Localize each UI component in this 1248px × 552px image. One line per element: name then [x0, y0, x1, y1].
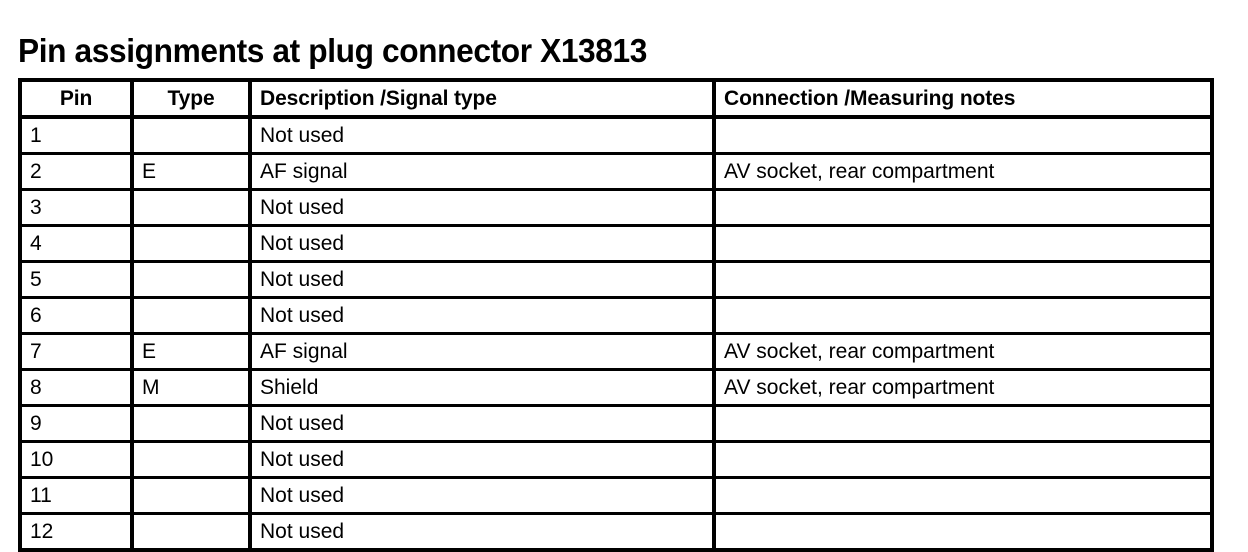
- cell-pin: 5: [20, 261, 134, 299]
- table-row: 12 Not used: [20, 513, 1212, 551]
- cell-pin: 9: [20, 405, 134, 443]
- cell-desc: AF signal: [250, 333, 716, 371]
- page-title: Pin assignments at plug connector X13813: [18, 32, 647, 70]
- cell-type: [132, 117, 252, 155]
- cell-type: [132, 225, 252, 263]
- table-row: 11 Not used: [20, 477, 1212, 515]
- table-row: 6 Not used: [20, 297, 1212, 335]
- cell-type: [132, 405, 252, 443]
- cell-pin: 4: [20, 225, 134, 263]
- cell-conn: [714, 514, 1212, 551]
- cell-pin: 7: [20, 333, 134, 371]
- cell-type: [132, 477, 252, 515]
- cell-conn: [714, 441, 1212, 479]
- cell-conn: AV socket, rear compartment: [714, 369, 1212, 407]
- cell-conn: [714, 189, 1212, 227]
- cell-conn: AV socket, rear compartment: [714, 153, 1212, 191]
- table-row: 9 Not used: [20, 405, 1212, 443]
- cell-desc: AF signal: [250, 153, 716, 191]
- cell-pin: 1: [20, 117, 134, 155]
- pin-assignment-table: Pin Type Description /Signal type Connec…: [18, 78, 1214, 552]
- cell-conn: [714, 477, 1212, 515]
- column-header-connection: Connection /Measuring notes: [714, 80, 1212, 119]
- cell-conn: [714, 261, 1212, 299]
- cell-desc: Not used: [250, 477, 716, 515]
- cell-pin: 2: [20, 153, 134, 191]
- cell-pin: 8: [20, 369, 134, 407]
- pin-assignment-table-container: Pin Type Description /Signal type Connec…: [18, 78, 1214, 552]
- table-row: 3 Not used: [20, 189, 1212, 227]
- cell-desc: Not used: [250, 405, 716, 443]
- cell-pin: 3: [20, 189, 134, 227]
- cell-pin: 10: [20, 441, 134, 479]
- cell-desc: Not used: [250, 117, 716, 155]
- cell-conn: [714, 117, 1212, 155]
- cell-type: [132, 297, 252, 335]
- cell-desc: Not used: [250, 189, 716, 227]
- cell-pin: 12: [20, 513, 134, 550]
- cell-type: [132, 261, 252, 299]
- table-row: 10 Not used: [20, 441, 1212, 479]
- cell-type: [132, 441, 252, 479]
- cell-desc: Not used: [250, 297, 716, 335]
- cell-type: E: [132, 333, 252, 371]
- table-header-row: Pin Type Description /Signal type Connec…: [20, 80, 1212, 119]
- cell-type: E: [132, 153, 252, 191]
- cell-desc: Not used: [250, 225, 716, 263]
- cell-type: [132, 189, 252, 227]
- column-header-description: Description /Signal type: [250, 80, 716, 119]
- cell-type: [132, 513, 252, 550]
- table-row: 5 Not used: [20, 261, 1212, 299]
- column-header-pin: Pin: [20, 80, 134, 119]
- column-header-type: Type: [132, 80, 252, 119]
- cell-type: M: [132, 369, 252, 407]
- cell-pin: 11: [20, 477, 134, 515]
- cell-conn: AV socket, rear compartment: [714, 333, 1212, 371]
- cell-desc: Not used: [250, 513, 716, 550]
- cell-conn: [714, 297, 1212, 335]
- document-page: Pin assignments at plug connector X13813…: [18, 32, 1214, 552]
- cell-conn: [714, 225, 1212, 263]
- cell-conn: [714, 405, 1212, 443]
- table-header: Pin Type Description /Signal type Connec…: [20, 80, 1212, 119]
- table-row: 4 Not used: [20, 225, 1212, 263]
- cell-pin: 6: [20, 297, 134, 335]
- cell-desc: Shield: [250, 369, 716, 407]
- table-row: 1 Not used: [20, 117, 1212, 155]
- cell-desc: Not used: [250, 441, 716, 479]
- cell-desc: Not used: [250, 261, 716, 299]
